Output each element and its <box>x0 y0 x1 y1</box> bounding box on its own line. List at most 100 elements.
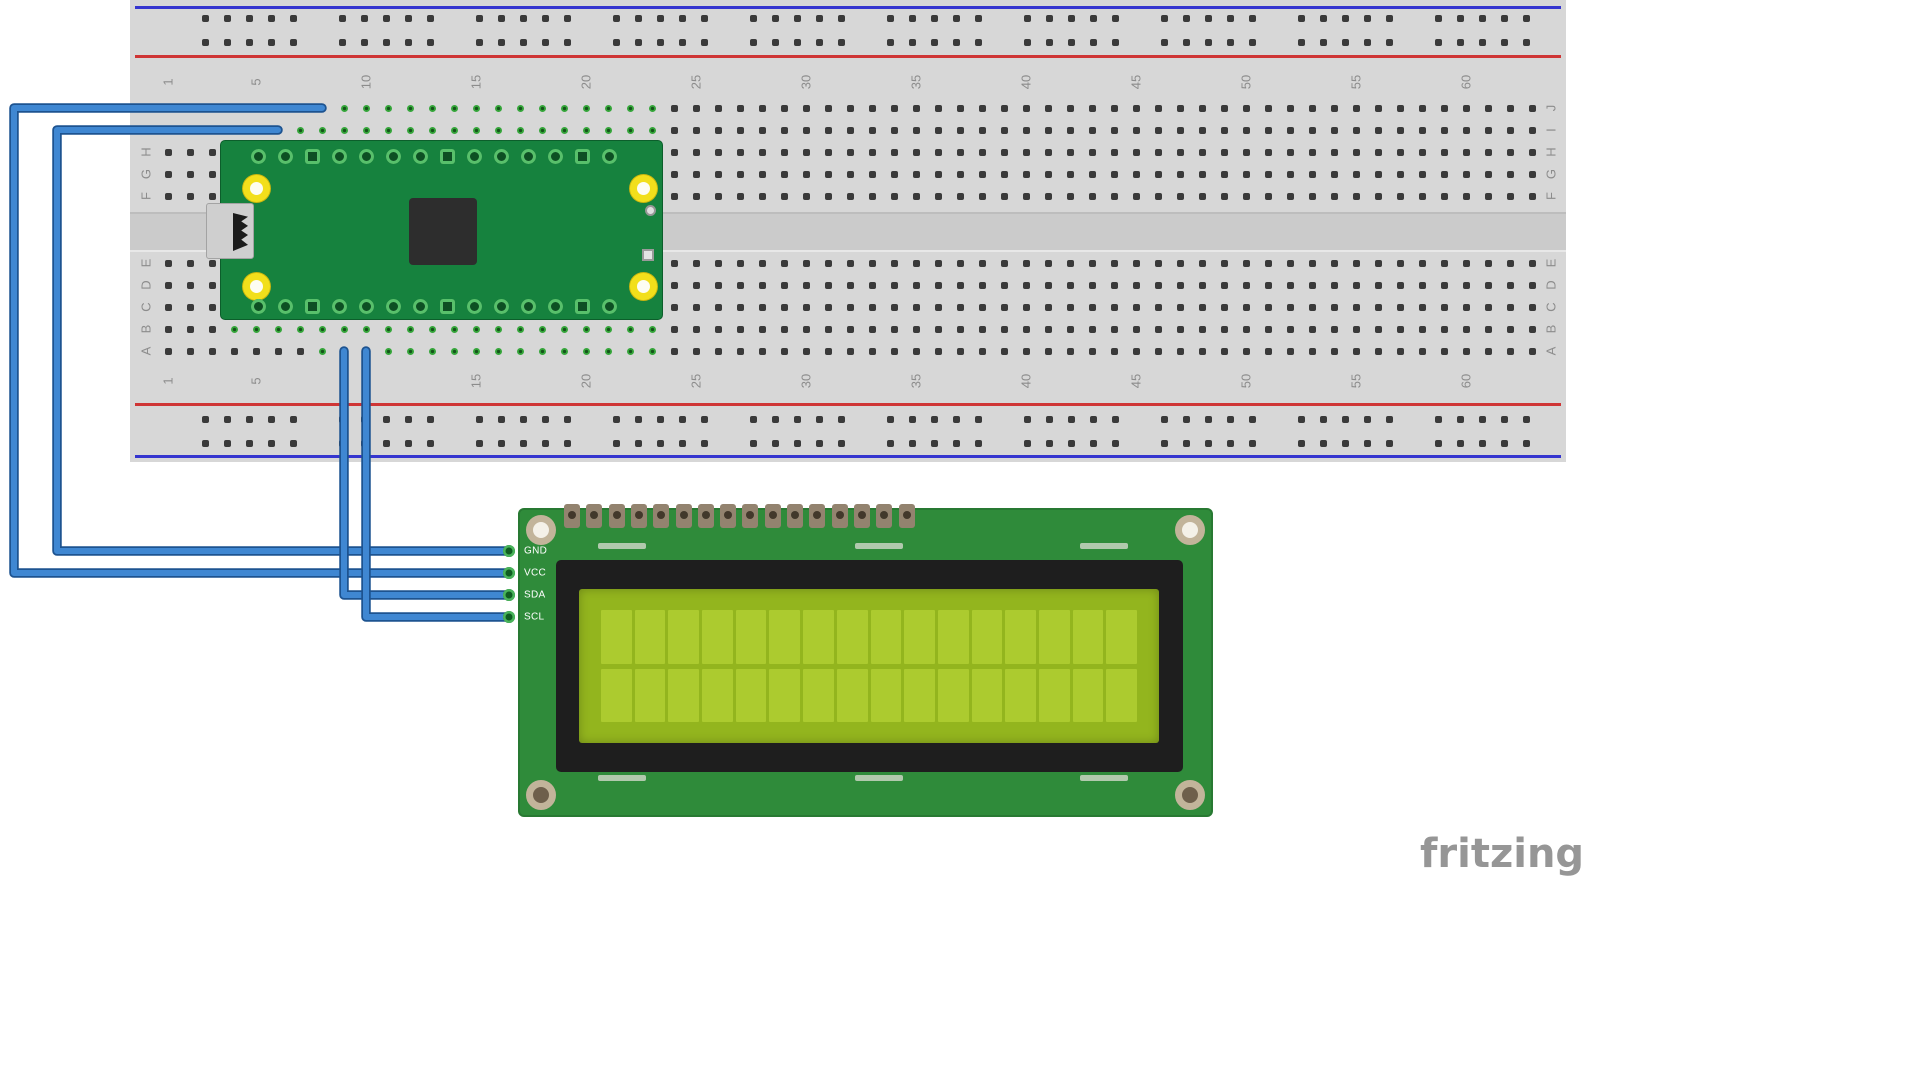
breadboard-hole <box>802 148 810 156</box>
breadboard-hole <box>406 126 414 134</box>
breadboard-hole <box>289 415 297 423</box>
breadboard-hole <box>846 259 854 267</box>
breadboard-hole <box>1396 303 1404 311</box>
breadboard-hole <box>1154 170 1162 178</box>
breadboard-hole <box>956 148 964 156</box>
breadboard-hole <box>1045 38 1053 46</box>
breadboard-hole <box>1066 303 1074 311</box>
breadboard-hole <box>758 148 766 156</box>
breadboard-hole <box>223 439 231 447</box>
breadboard-hole <box>802 325 810 333</box>
breadboard-hole <box>934 148 942 156</box>
teensy-pin-pad <box>305 299 320 314</box>
breadboard-hole <box>428 104 436 112</box>
breadboard-hole <box>1308 281 1316 289</box>
lcd-pin-pad[interactable] <box>503 589 515 601</box>
breadboard-hole <box>338 38 346 46</box>
breadboard-hole <box>1352 170 1360 178</box>
breadboard-hole <box>1160 14 1168 22</box>
breadboard-hole <box>648 104 656 112</box>
breadboard-hole <box>815 439 823 447</box>
breadboard-hole <box>1067 439 1075 447</box>
breadboard-hole <box>1023 14 1031 22</box>
breadboard-hole <box>978 148 986 156</box>
breadboard-hole <box>582 126 590 134</box>
breadboard-hole <box>186 104 194 112</box>
breadboard-hole <box>428 347 436 355</box>
breadboard-hole <box>340 347 348 355</box>
breadboard-hole <box>1484 281 1492 289</box>
row-label: E <box>1543 258 1559 268</box>
breadboard-hole <box>890 104 898 112</box>
breadboard-hole <box>1089 38 1097 46</box>
breadboard-hole <box>164 347 172 355</box>
breadboard-hole <box>1434 14 1442 22</box>
breadboard-hole <box>934 303 942 311</box>
breadboard-hole <box>1220 126 1228 134</box>
breadboard-hole <box>563 38 571 46</box>
lcd-header-pin <box>653 504 670 528</box>
breadboard-hole <box>1023 439 1031 447</box>
column-label: 55 <box>1348 373 1364 389</box>
breadboard-hole <box>758 192 766 200</box>
row-label: A <box>138 346 154 356</box>
breadboard-hole <box>771 415 779 423</box>
breadboard-hole <box>475 38 483 46</box>
breadboard-hole <box>846 325 854 333</box>
breadboard-hole <box>1000 192 1008 200</box>
breadboard-hole <box>886 14 894 22</box>
breadboard-hole <box>956 170 964 178</box>
breadboard-hole <box>890 325 898 333</box>
breadboard-hole <box>519 14 527 22</box>
breadboard-hole <box>1440 126 1448 134</box>
lcd-pin-pad[interactable] <box>503 567 515 579</box>
column-label: 35 <box>908 373 924 389</box>
breadboard-hole <box>1220 104 1228 112</box>
breadboard-hole <box>406 104 414 112</box>
breadboard-hole <box>1089 439 1097 447</box>
breadboard-hole <box>952 14 960 22</box>
lcd-header-pin <box>853 504 870 528</box>
breadboard-hole <box>749 439 757 447</box>
breadboard-hole <box>1110 303 1118 311</box>
breadboard-hole <box>1418 347 1426 355</box>
breadboard-hole <box>824 170 832 178</box>
breadboard-hole <box>1462 170 1470 178</box>
breadboard-hole <box>1110 259 1118 267</box>
breadboard-hole <box>245 415 253 423</box>
breadboard-hole <box>934 347 942 355</box>
breadboard-hole <box>1264 126 1272 134</box>
teensy-board[interactable] <box>206 140 663 320</box>
breadboard-hole <box>338 415 346 423</box>
power-rail-blue-line-bottom <box>135 455 1561 458</box>
breadboard-hole <box>758 104 766 112</box>
breadboard-hole <box>497 415 505 423</box>
lcd-character-cell <box>769 610 801 664</box>
breadboard-hole <box>1418 325 1426 333</box>
breadboard-hole <box>678 14 686 22</box>
breadboard-hole <box>692 148 700 156</box>
breadboard-hole <box>714 259 722 267</box>
breadboard-hole <box>1440 170 1448 178</box>
breadboard-hole <box>1522 439 1530 447</box>
breadboard-hole <box>541 14 549 22</box>
breadboard-hole <box>1440 148 1448 156</box>
lcd-pin-pad[interactable] <box>503 611 515 623</box>
breadboard-hole <box>846 192 854 200</box>
breadboard-hole <box>230 104 238 112</box>
breadboard-hole <box>780 192 788 200</box>
breadboard-hole <box>934 104 942 112</box>
breadboard-hole <box>1023 38 1031 46</box>
breadboard-hole <box>1286 192 1294 200</box>
breadboard-hole <box>1248 38 1256 46</box>
breadboard-hole <box>1182 439 1190 447</box>
breadboard-hole <box>692 325 700 333</box>
lcd-pin-pad[interactable] <box>503 545 515 557</box>
breadboard-hole <box>1528 104 1536 112</box>
breadboard-hole <box>1066 347 1074 355</box>
breadboard-hole <box>802 303 810 311</box>
breadboard-hole <box>1111 14 1119 22</box>
breadboard-hole <box>656 38 664 46</box>
breadboard-hole <box>648 325 656 333</box>
